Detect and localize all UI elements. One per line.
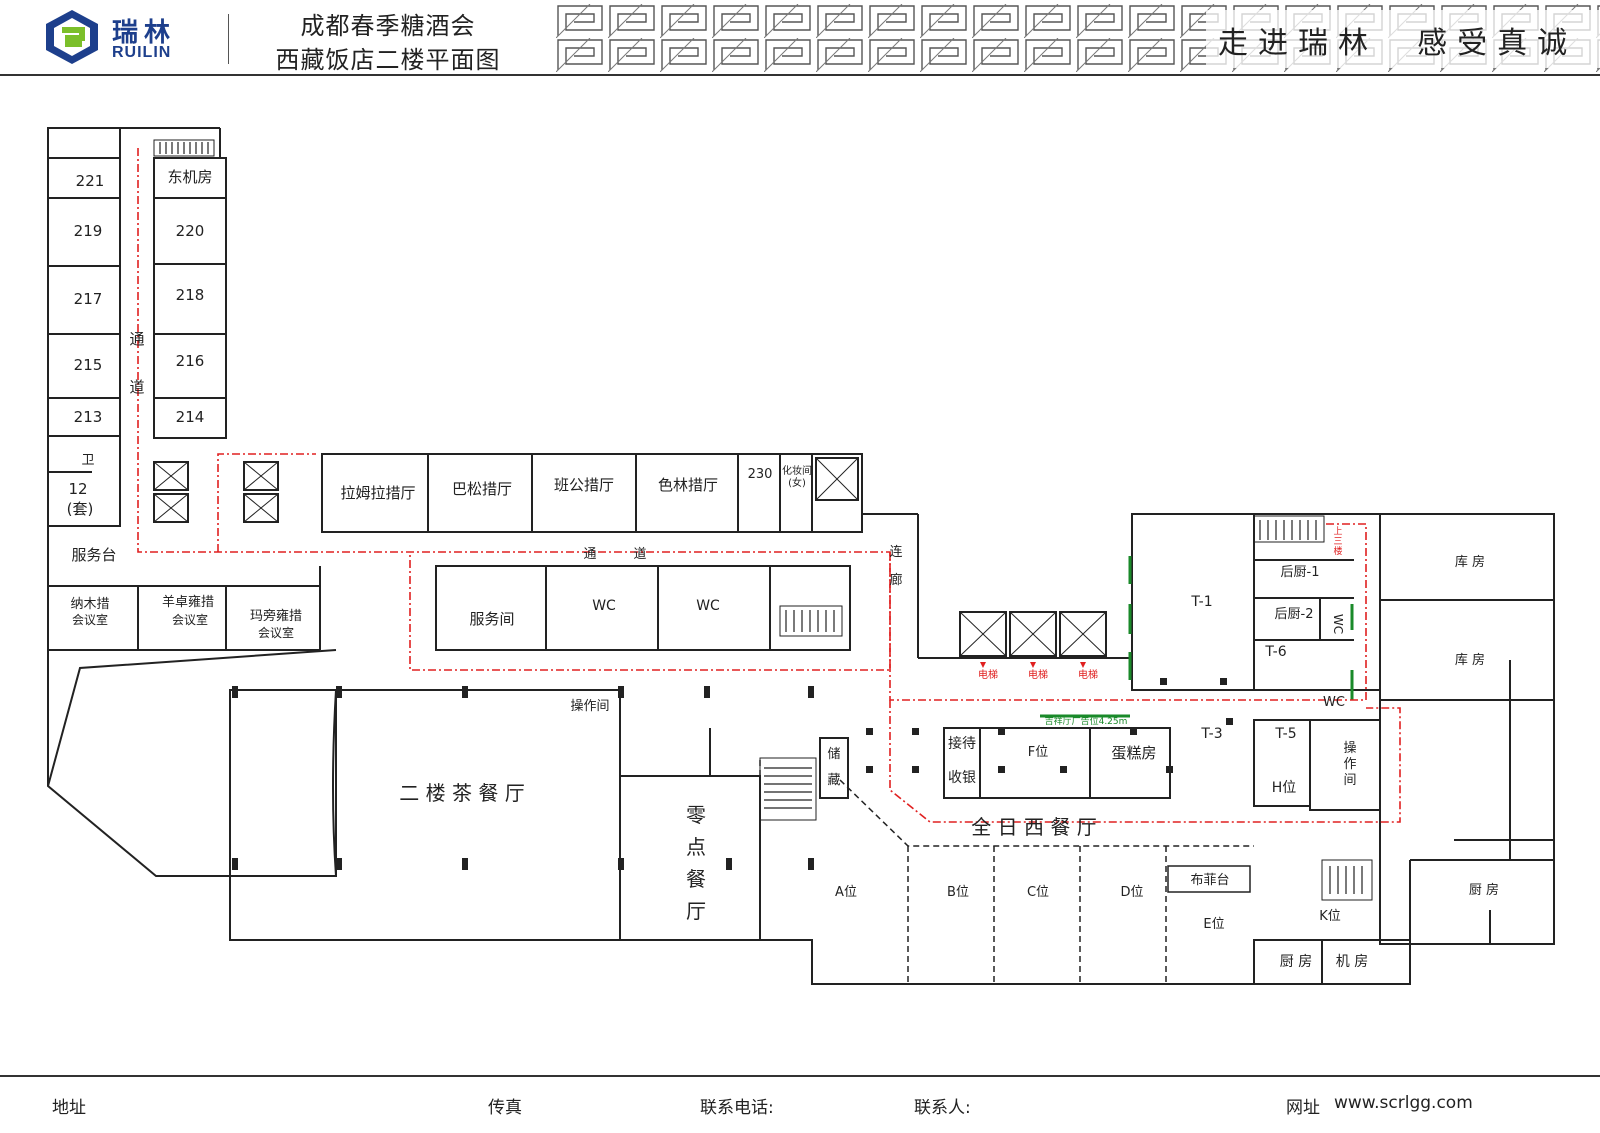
snack-hall-4: 厅 <box>686 899 706 923</box>
makeup-room-female: (女) <box>788 476 806 489</box>
tea-restaurant: 二 楼 茶 餐 厅 <box>399 781 524 805</box>
storage-2: 库 房 <box>1455 652 1485 668</box>
namucuo-name: 纳木措 <box>70 597 109 612</box>
header-divider <box>228 14 229 64</box>
mapang-name: 玛旁雍措 <box>250 608 302 624</box>
mapang-suffix: 会议室 <box>258 625 294 640</box>
storage-chu: 储 <box>827 747 840 762</box>
snack-hall-2: 点 <box>686 835 706 859</box>
corridor-label-2: 道 <box>129 378 144 396</box>
t-3: T-3 <box>1200 726 1222 742</box>
wc-1: WC <box>592 598 616 614</box>
room-12-suite: (套) <box>67 500 94 518</box>
footer: 地址 传真 联系电话: 联系人: 网址 www.scrlgg.com <box>0 1075 1600 1133</box>
elevator-label-2: 电梯 <box>1028 668 1048 681</box>
room-230: 230 <box>748 467 773 482</box>
e-position: E位 <box>1203 917 1224 932</box>
website-label: 网址 <box>1286 1098 1320 1118</box>
room-213: 213 <box>74 408 103 426</box>
link-corridor-2: 廊 <box>889 572 902 588</box>
d-position: D位 <box>1120 885 1143 900</box>
contact-label: 联系人: <box>914 1098 971 1118</box>
room-214: 214 <box>176 408 205 426</box>
brand-name-en: RUILIN <box>112 44 172 61</box>
fax-label: 传真 <box>488 1098 522 1118</box>
website-link[interactable]: www.scrlgg.com <box>1334 1093 1473 1113</box>
wc-vertical: WC <box>1331 614 1345 634</box>
t-1: T-1 <box>1190 594 1212 610</box>
room-217: 217 <box>74 290 103 308</box>
ad-spot: 吉祥厅广告位4.25m <box>1045 715 1128 727</box>
operation-v-1: 操 <box>1343 740 1356 756</box>
wc-3: WC <box>1323 695 1345 710</box>
elevator-label-1: 电梯 <box>978 668 998 681</box>
storage-1: 库 房 <box>1455 554 1485 570</box>
room-12: 12 <box>68 480 87 498</box>
hall-basongcuo: 巴松措厅 <box>452 480 512 498</box>
room-wei: 卫 <box>81 453 94 468</box>
upstairs-2: 三 <box>1333 537 1342 547</box>
kitchen-big: 厨 房 <box>1469 882 1499 898</box>
snack-hall-1: 零 <box>686 803 706 827</box>
ruilin-logo-icon <box>46 10 98 64</box>
room-219: 219 <box>74 222 103 240</box>
namucuo-suffix: 会议室 <box>72 612 108 627</box>
back-kitchen-1: 后厨-1 <box>1281 565 1320 580</box>
yangzhuo-suffix: 会议室 <box>172 612 208 627</box>
hall-bangongcuo: 班公措厅 <box>554 476 614 494</box>
slogan: 走进瑞林 感受真诚 <box>1218 26 1578 61</box>
operation-room: 操作间 <box>570 698 609 714</box>
a-position: A位 <box>835 885 857 900</box>
floor-plan: 221 219 217 215 213 东机房 220 218 216 214 … <box>47 127 1555 985</box>
corridor-h-2: 道 <box>633 547 646 562</box>
machine-room: 机 房 <box>1336 954 1368 970</box>
room-216: 216 <box>176 352 205 370</box>
link-corridor-1: 连 <box>889 544 902 560</box>
fret-pattern-banner <box>556 4 1600 72</box>
room-221: 221 <box>76 172 105 190</box>
h-position: H位 <box>1272 780 1297 796</box>
room-east-machine: 东机房 <box>167 168 212 186</box>
floorplan-title: 西藏饭店二楼平面图 <box>275 46 501 74</box>
western-restaurant: 全 日 西 餐 厅 <box>971 815 1096 839</box>
room-215: 215 <box>74 356 103 374</box>
event-title: 成都春季糖酒会 <box>300 12 476 40</box>
makeup-room: 化妆间 <box>782 464 812 477</box>
corridor-h-1: 通 <box>583 547 596 562</box>
reception: 接待 <box>948 735 976 752</box>
elevator-label-3: 电梯 <box>1078 668 1098 681</box>
brand-name-cn: 瑞林 <box>112 18 177 48</box>
room-218: 218 <box>176 286 205 304</box>
corridor-label-1: 通 <box>129 330 144 348</box>
service-desk: 服务台 <box>71 546 116 564</box>
operation-v-2: 作 <box>1343 757 1356 772</box>
address-label: 地址 <box>52 1098 86 1118</box>
f-position: F位 <box>1028 745 1048 760</box>
upstairs-1: 上 <box>1333 526 1342 537</box>
cake-room: 蛋糕房 <box>1111 744 1156 762</box>
upstairs-3: 楼 <box>1333 545 1342 557</box>
phone-label: 联系电话: <box>700 1098 774 1118</box>
yangzhuo-name: 羊卓雍措 <box>162 594 214 610</box>
kitchen-small: 厨 房 <box>1280 954 1312 970</box>
cashier: 收银 <box>948 770 976 786</box>
buffet-counter: 布菲台 <box>1190 873 1229 888</box>
room-220: 220 <box>176 222 205 240</box>
header: 瑞林 RUILIN 成都春季糖酒会 西藏饭店二楼平面图 走进瑞林 感受真诚 <box>0 0 1600 76</box>
b-position: B位 <box>947 885 969 900</box>
operation-v-3: 间 <box>1343 773 1356 788</box>
k-position: K位 <box>1319 909 1341 924</box>
hall-selincuo: 色林措厅 <box>658 476 718 494</box>
storage-cang: 藏 <box>827 773 840 788</box>
t-5: T-5 <box>1274 726 1296 742</box>
hall-lamulacuo: 拉姆拉措厅 <box>340 484 415 502</box>
t-6: T-6 <box>1264 644 1286 660</box>
c-position: C位 <box>1027 885 1049 900</box>
wc-2: WC <box>696 598 720 614</box>
back-kitchen-2: 后厨-2 <box>1275 607 1314 622</box>
snack-hall-3: 餐 <box>686 867 706 891</box>
service-room: 服务间 <box>469 610 514 628</box>
